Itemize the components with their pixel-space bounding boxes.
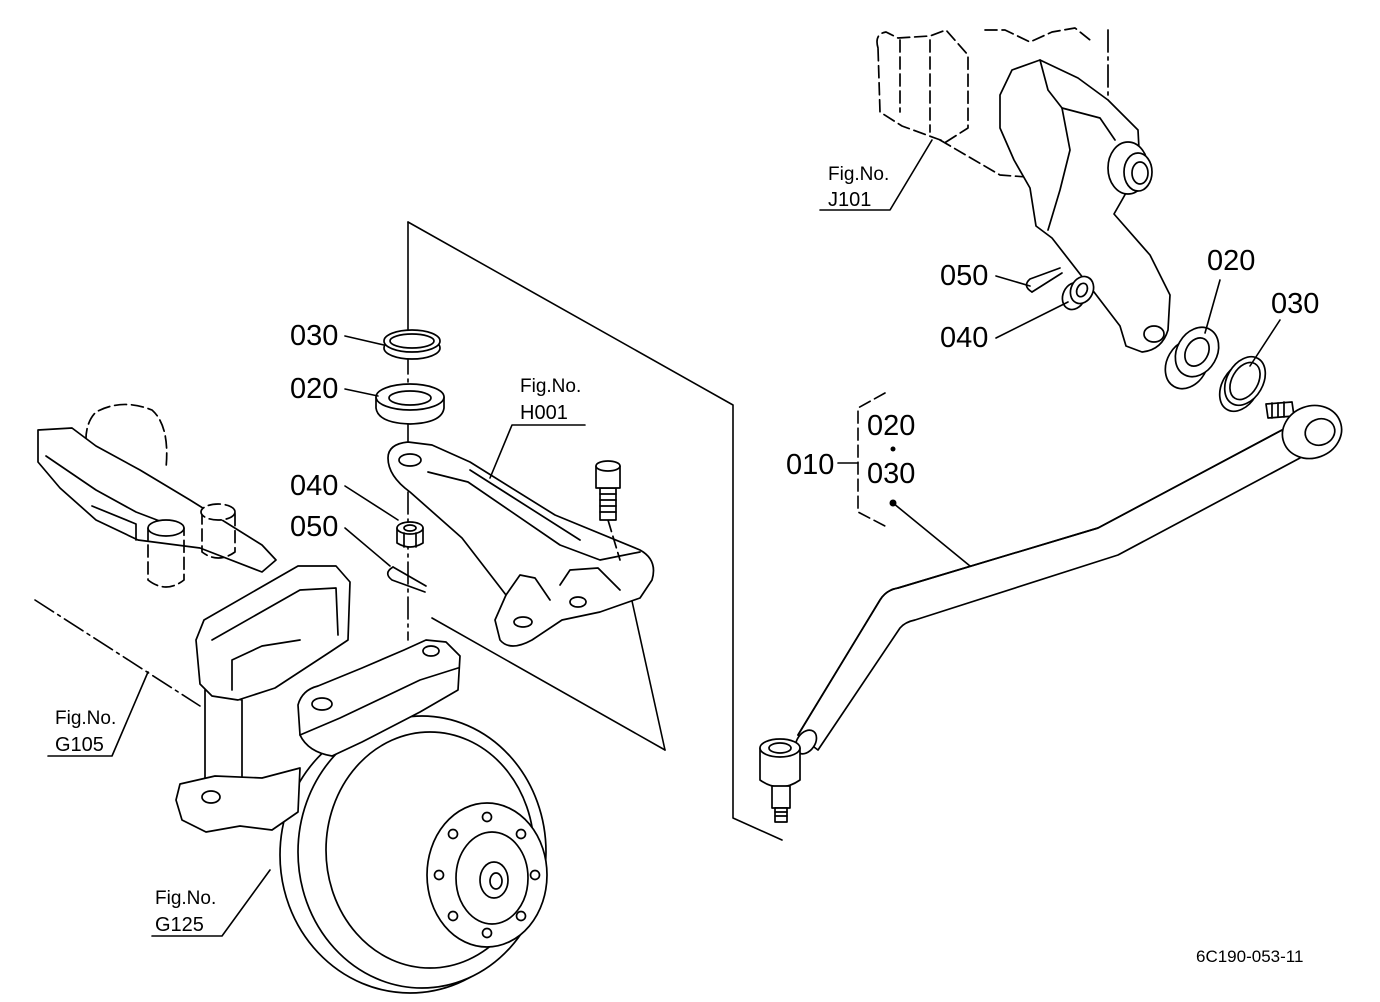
leader-right-040 [995,301,1069,339]
axle-housing [37,403,277,573]
leader-assembly [892,502,971,567]
callout-right-030: 030 [1271,288,1319,320]
leader-h001 [489,424,586,479]
callout-left-050: 050 [290,511,338,543]
snap-ring-right [1218,355,1267,413]
tie-rod-end-right [1265,401,1343,460]
leader-lines [47,139,1281,937]
nut-right [1061,275,1095,311]
projection-lines [407,221,783,841]
callout-left-040: 040 [290,470,338,502]
leader-g125 [151,869,271,937]
fig-ref-h001-caption: Fig.No. [520,376,581,397]
steering-arm [999,59,1171,353]
fig-ref-j101-number: J101 [828,189,871,211]
leader-left-020 [344,388,379,397]
leader-right-050 [995,275,1031,287]
leader-g105 [47,671,149,757]
steering-knuckle [175,565,461,833]
fig-ref-g105-number: G105 [55,734,104,756]
wheel-hub [426,802,548,948]
callout-right-020: 020 [1207,245,1255,277]
leader-left-050 [344,527,391,567]
cotter-pin-right [1025,267,1063,293]
steering-housing-ghost [876,27,1109,179]
cotter-pin-left [386,566,427,593]
callout-right-040: 040 [940,322,988,354]
fig-ref-g105-caption: Fig.No. [55,708,116,729]
tie-rod-end-left [759,729,818,823]
leader-right-020 [1204,279,1221,334]
leader-left-030 [344,335,385,346]
axle-center-line [34,599,201,707]
callout-right-050: 050 [940,260,988,292]
assembly-include-030: 030 [867,458,915,490]
snap-ring-left [383,329,441,360]
fig-ref-g125-number: G125 [155,914,204,936]
drawing-code: 6C190-053-11 [1196,947,1303,966]
fig-ref-g125-caption: Fig.No. [155,888,216,909]
knuckle-arm [387,441,655,647]
callout-left-020: 020 [290,373,338,405]
axle-pins [147,503,236,588]
assembly-include-020: 020 [867,410,915,442]
nut-left [396,521,424,548]
callout-assembly-010: 010 [786,449,834,481]
leader-left-040 [344,485,399,521]
washer-right [1164,326,1220,390]
assembly-separator-dot [890,446,896,452]
fig-ref-j101-caption: Fig.No. [828,164,889,185]
fig-ref-h001-number: H001 [520,402,568,424]
callout-left-030: 030 [290,320,338,352]
leader-right-030 [1249,319,1281,367]
knuckle-arm-bolt [595,460,621,561]
leader-j101 [819,139,933,211]
washer-left [375,383,445,425]
leader-assembly-dot [889,499,897,507]
